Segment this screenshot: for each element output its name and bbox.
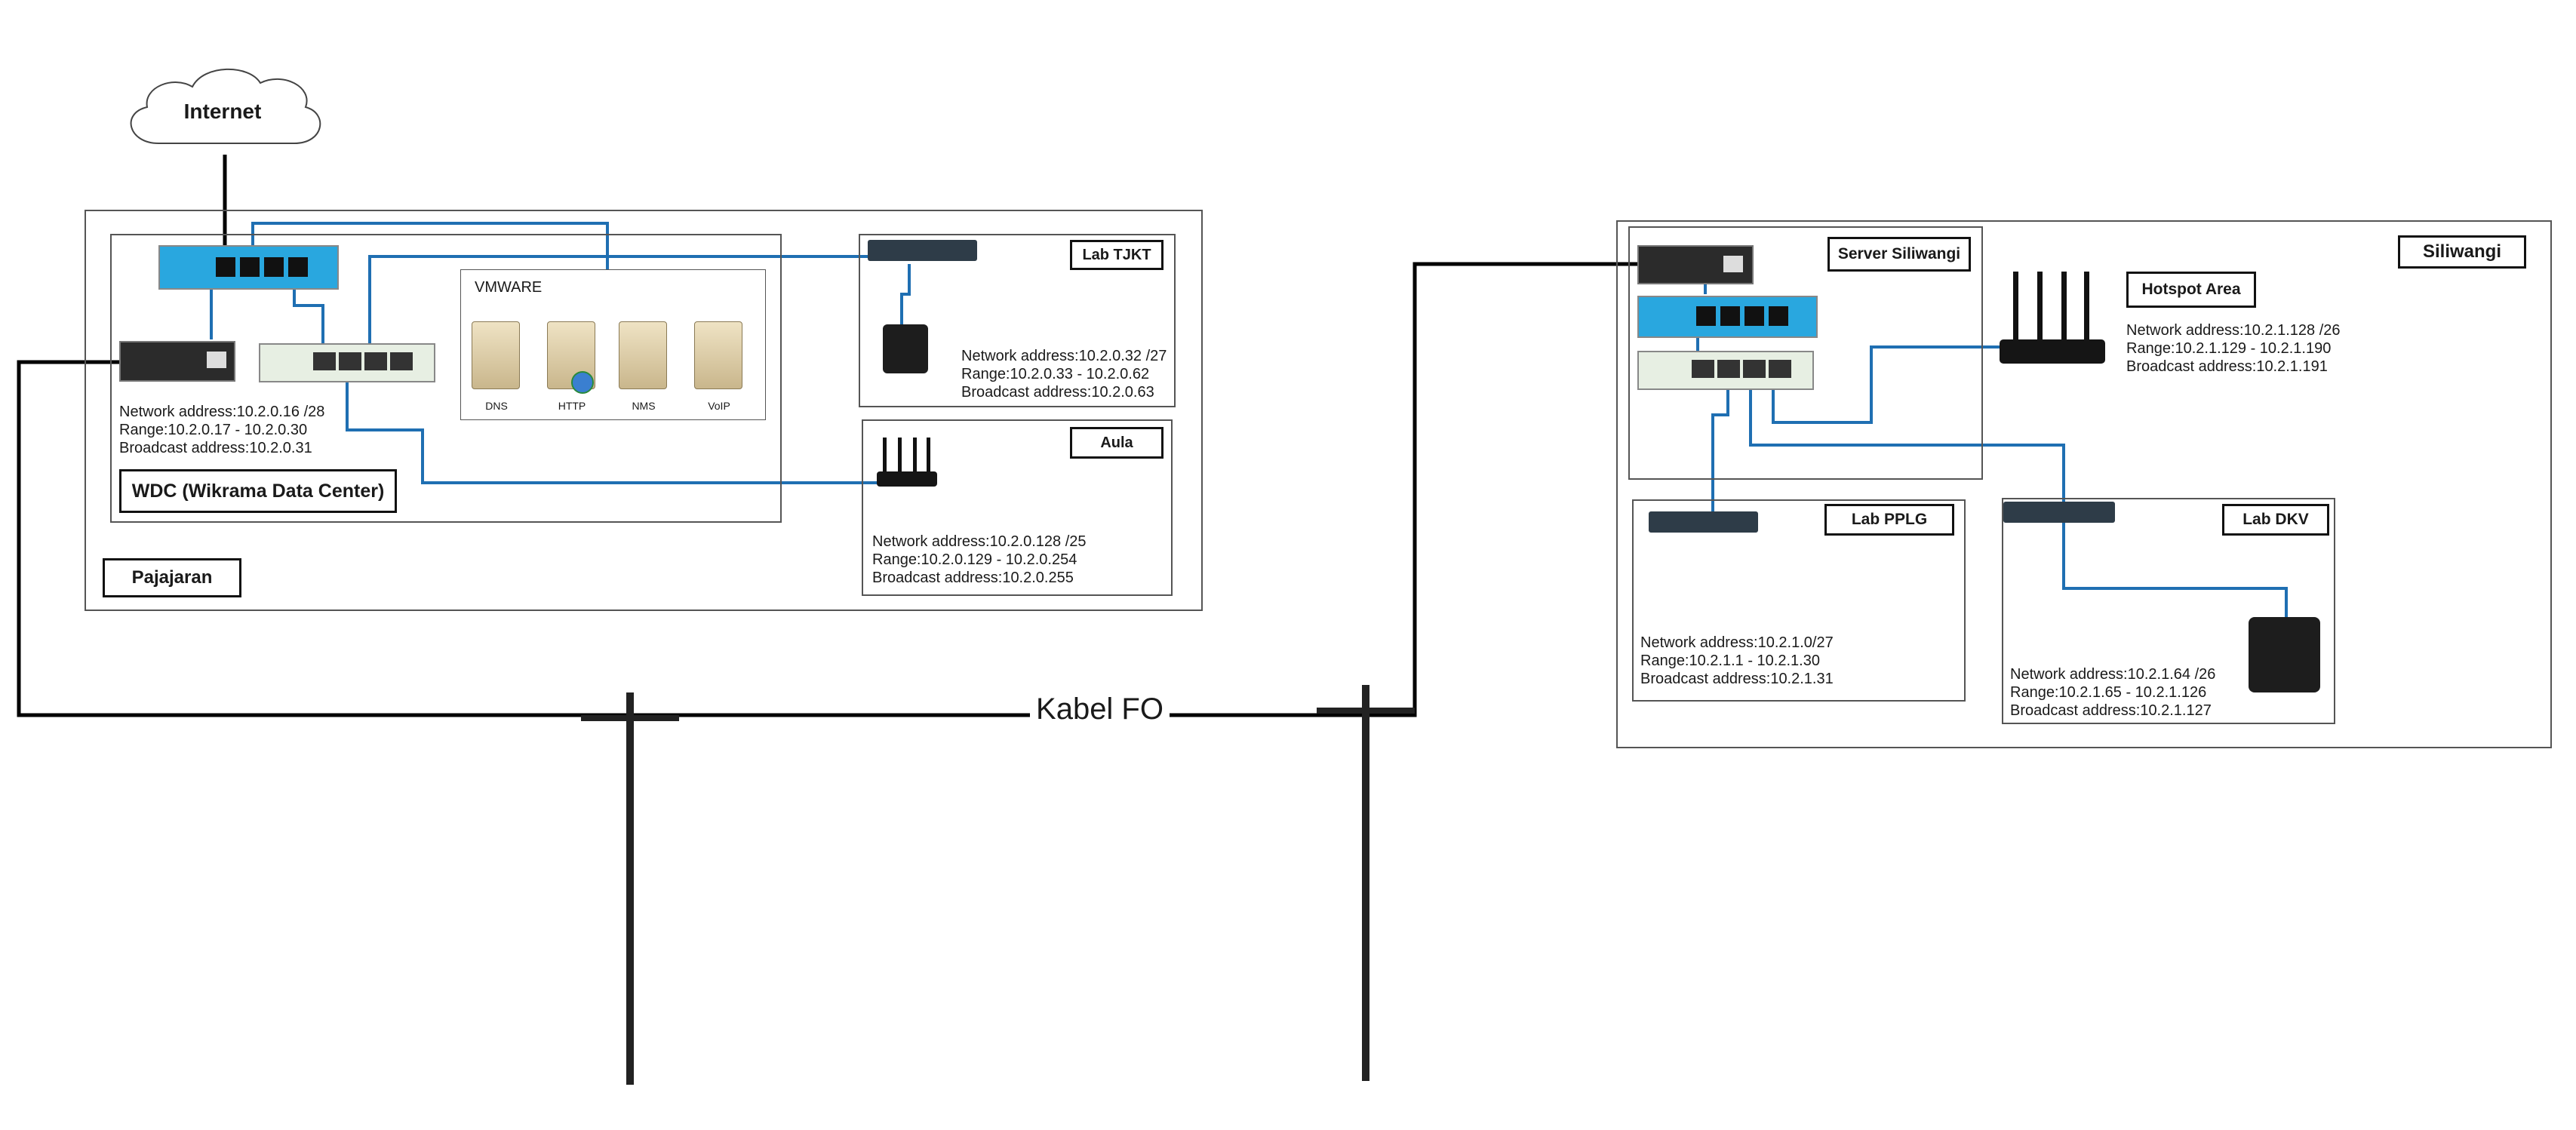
lab-dkv-area [2002, 498, 2335, 724]
dkv-switch [2003, 502, 2115, 523]
lab-pplg-area [1632, 499, 1966, 702]
hotspot-broadcast: Broadcast address:10.2.1.191 [2126, 358, 2328, 375]
sw-router [1637, 296, 1818, 338]
internet-label: Internet [183, 100, 262, 123]
internet-cloud: Internet [113, 60, 332, 158]
pplg-broadcast: Broadcast address:10.2.1.31 [1640, 671, 1834, 687]
globe-icon [571, 371, 594, 394]
caption-voip: VoIP [708, 400, 730, 412]
server-icon [472, 321, 520, 389]
server-http [544, 321, 598, 397]
siliwangi-label: Siliwangi [2398, 235, 2526, 269]
media-converter [119, 341, 235, 382]
server-siliwangi-area [1628, 226, 1983, 480]
link-router-switch-top [251, 222, 609, 270]
caption-http: HTTP [558, 400, 586, 412]
hotspot-label: Hotspot Area [2126, 272, 2256, 308]
lab-dkv-label: Lab DKV [2222, 504, 2329, 536]
pplg-switch [1649, 511, 1758, 533]
pplg-range: Range:10.2.1.1 - 10.2.1.30 [1640, 653, 1820, 669]
aula-label: Aula [1070, 427, 1164, 459]
wdc-area [110, 234, 782, 523]
wdc-label: WDC (Wikrama Data Center) [119, 469, 397, 513]
server-siliwangi-label: Server Siliwangi [1827, 237, 1971, 272]
aula-network: Network address:10.2.0.128 /25 [872, 533, 1087, 550]
router-device [158, 245, 339, 290]
aula-broadcast: Broadcast address:10.2.0.255 [872, 570, 1074, 586]
caption-nms: NMS [632, 400, 656, 412]
aula-range: Range:10.2.0.129 - 10.2.0.254 [872, 551, 1077, 568]
vmware-box: VMWARE DNS HTTP NMS VoIP [460, 269, 766, 420]
link-switch-aula [346, 370, 902, 484]
sw-media-converter [1637, 245, 1754, 284]
dkv-ip-phone [2249, 617, 2324, 704]
tjkt-switch [868, 240, 977, 261]
core-switch [259, 343, 435, 382]
link-tjkt-phone [900, 264, 911, 332]
fiber-cable-right [1170, 262, 1637, 717]
dkv-broadcast: Broadcast address:10.2.1.127 [2010, 702, 2212, 719]
server-dns [469, 321, 523, 397]
sw-switch [1637, 351, 1814, 390]
tjkt-range: Range:10.2.0.33 - 10.2.0.62 [961, 366, 1150, 382]
server-icon [694, 321, 742, 389]
lab-pplg-label: Lab PPLG [1824, 504, 1954, 536]
tjkt-ip-phone [883, 324, 932, 385]
hotspot-range: Range:10.2.1.129 - 10.2.1.190 [2126, 340, 2332, 357]
lab-tjkt-label: Lab TJKT [1070, 240, 1164, 270]
utility-pole-right [1317, 685, 1415, 1081]
pajajaran-site [85, 210, 1203, 611]
fiber-label: Kabel FO [1030, 692, 1170, 726]
utility-pole-left [581, 692, 679, 1085]
wdc-network: Network address:10.2.0.16 /28 [119, 404, 325, 420]
lab-tjkt-area [859, 234, 1176, 407]
link-sw-switch-pplg [1711, 373, 1729, 520]
vmware-title: VMWARE [475, 279, 543, 296]
link-router-switch [293, 275, 324, 355]
aula-area [862, 419, 1173, 596]
pplg-network: Network address:10.2.1.0/27 [1640, 634, 1834, 651]
pajajaran-label: Pajajaran [103, 558, 241, 597]
server-icon [619, 321, 667, 389]
hotspot-wifi-router [2000, 272, 2105, 366]
tjkt-network: Network address:10.2.0.32 /27 [961, 348, 1167, 364]
siliwangi-site [1616, 220, 2552, 748]
dkv-network: Network address:10.2.1.64 /26 [2010, 666, 2216, 683]
fiber-cable-left [17, 360, 1030, 717]
tjkt-broadcast: Broadcast address:10.2.0.63 [961, 384, 1154, 401]
caption-dns: DNS [485, 400, 508, 412]
wdc-broadcast: Broadcast address:10.2.0.31 [119, 440, 312, 456]
hotspot-network: Network address:10.2.1.128 /26 [2126, 322, 2341, 339]
aula-wifi-router [877, 438, 937, 496]
router-ports [216, 257, 314, 277]
server-voip [691, 321, 745, 397]
wdc-range: Range:10.2.0.17 - 10.2.0.30 [119, 422, 308, 438]
dkv-range: Range:10.2.1.65 - 10.2.1.126 [2010, 684, 2207, 701]
server-nms [616, 321, 670, 397]
